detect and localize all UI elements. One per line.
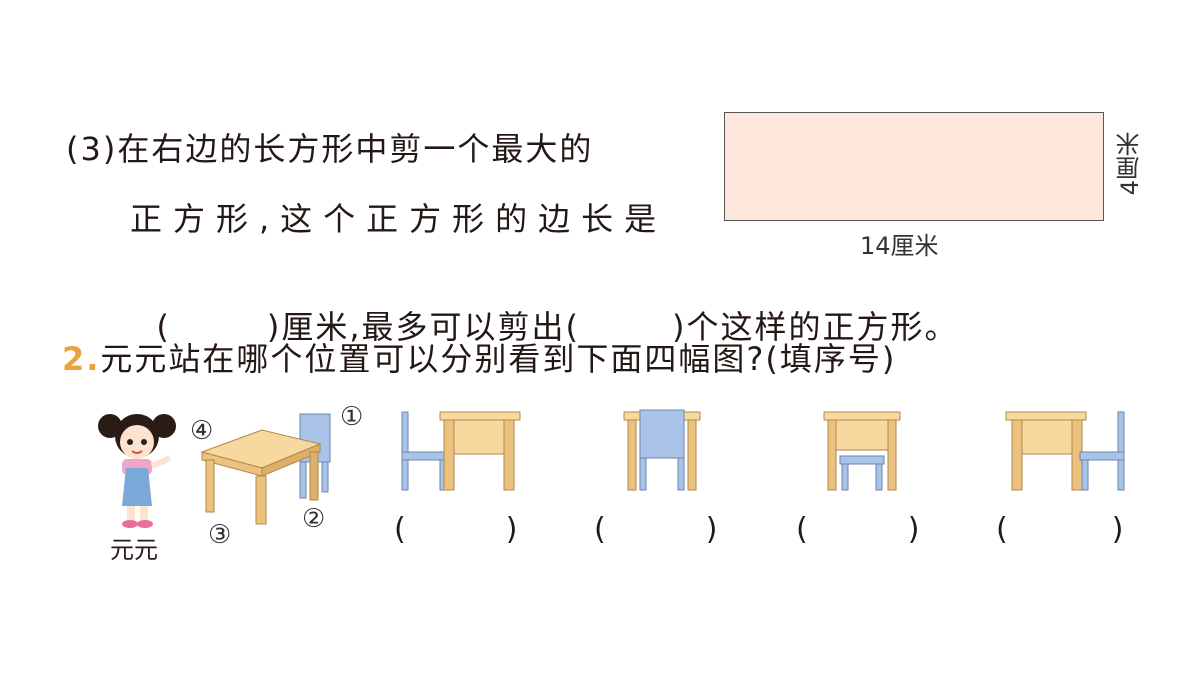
rectangle-figure [724, 112, 1104, 221]
answer-blank-4[interactable]: () [996, 512, 1123, 547]
paren-open: ( [996, 512, 1008, 547]
position-3-label: ③ [208, 520, 232, 550]
view-figure-2 [623, 409, 701, 491]
paren-open: ( [796, 512, 808, 547]
q2-text: 元元站在哪个位置可以分别看到下面四幅图?(填序号) [100, 340, 897, 378]
question-number: 2. [62, 340, 101, 378]
paren-close: ) [907, 512, 920, 547]
answer-blank-1[interactable]: () [394, 512, 517, 547]
q3-line2: 正方形,这个正方形的边长是 [130, 200, 668, 238]
position-4-label: ④ [190, 416, 214, 446]
girl-illustration [98, 414, 176, 528]
table-chair-scene [200, 413, 331, 525]
paren-close: ) [1111, 512, 1124, 547]
paren-open: ( [594, 512, 606, 547]
answer-blank-2[interactable]: () [594, 512, 717, 547]
q3-line1: (3)在右边的长方形中剪一个最大的 [66, 130, 594, 168]
position-1-label: ① [340, 402, 364, 432]
paren-close: ) [505, 512, 518, 547]
q3-line3-end: )个这样的正方形。 [671, 308, 959, 346]
view-figure-3 [823, 411, 901, 491]
paren-close: ) [705, 512, 718, 547]
q3-line3: ( )厘米,最多可以剪出( )个这样的正方形。 [132, 264, 958, 348]
q3-line3-middle: )厘米,最多可以剪出( [266, 308, 580, 346]
view-figure-1 [401, 411, 521, 491]
view-figure-4 [1005, 411, 1125, 491]
q2-line: 2.元元站在哪个位置可以分别看到下面四幅图?(填序号) [62, 334, 896, 380]
answer-blank-3[interactable]: () [796, 512, 919, 547]
q3-blank1-open: ( [156, 308, 171, 346]
rect-height-label: 4厘米 [1116, 132, 1144, 196]
paren-open: ( [394, 512, 406, 547]
rect-width-label: 14厘米 [860, 232, 939, 260]
girl-name-label: 元元 [110, 536, 158, 564]
position-2-label: ② [302, 504, 326, 534]
